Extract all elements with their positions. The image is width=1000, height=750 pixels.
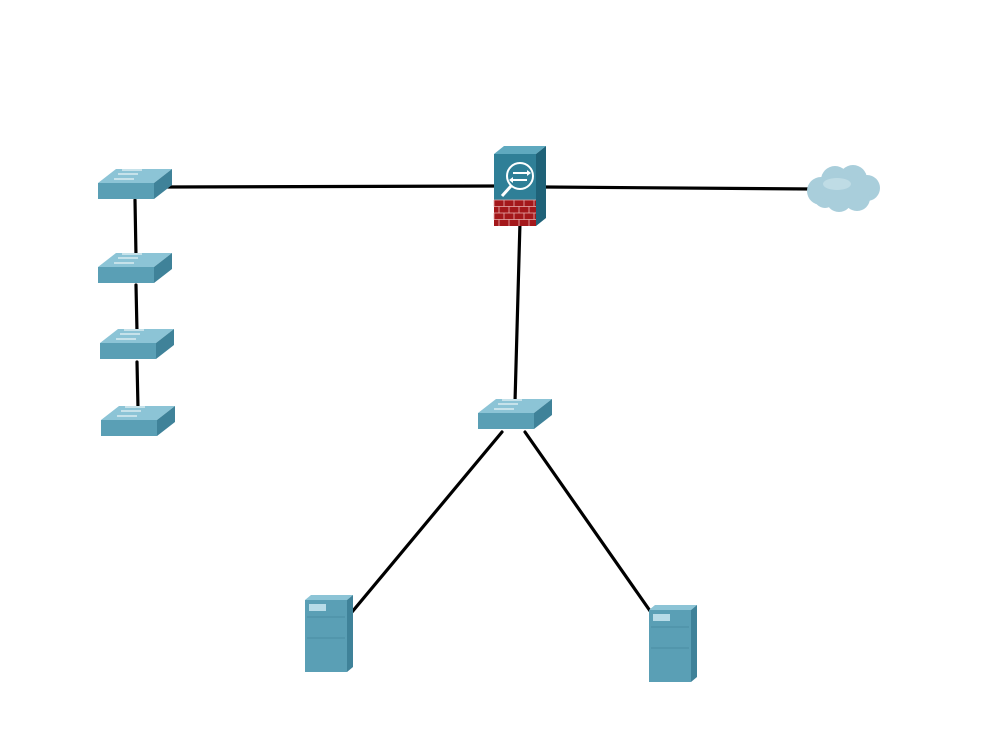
link-switch-b-server-2 [523, 430, 657, 620]
link-switch-a1-firewall [163, 184, 502, 189]
switch-a3-switch-icon[interactable] [100, 329, 174, 359]
link-switch-b-server-1 [350, 430, 504, 614]
switch-b-switch-icon[interactable] [478, 399, 552, 429]
internet-cloud-icon[interactable] [807, 165, 880, 212]
link-switch-a2-switch-a3 [134, 283, 139, 334]
switch-a4-switch-icon[interactable] [101, 406, 175, 436]
link-firewall-internet [543, 185, 814, 191]
switch-a1-switch-icon[interactable] [98, 169, 172, 199]
link-firewall-switch-b [513, 220, 522, 404]
nodes-layer [98, 146, 880, 682]
server-2-server-icon[interactable] [649, 605, 697, 682]
link-switch-a3-switch-a4 [135, 360, 140, 410]
link-switch-a1-switch-a2 [133, 198, 138, 258]
links-layer [133, 184, 814, 620]
switch-a2-switch-icon[interactable] [98, 253, 172, 283]
firewall-firewall-icon[interactable] [493, 146, 546, 226]
server-1-server-icon[interactable] [305, 595, 353, 672]
